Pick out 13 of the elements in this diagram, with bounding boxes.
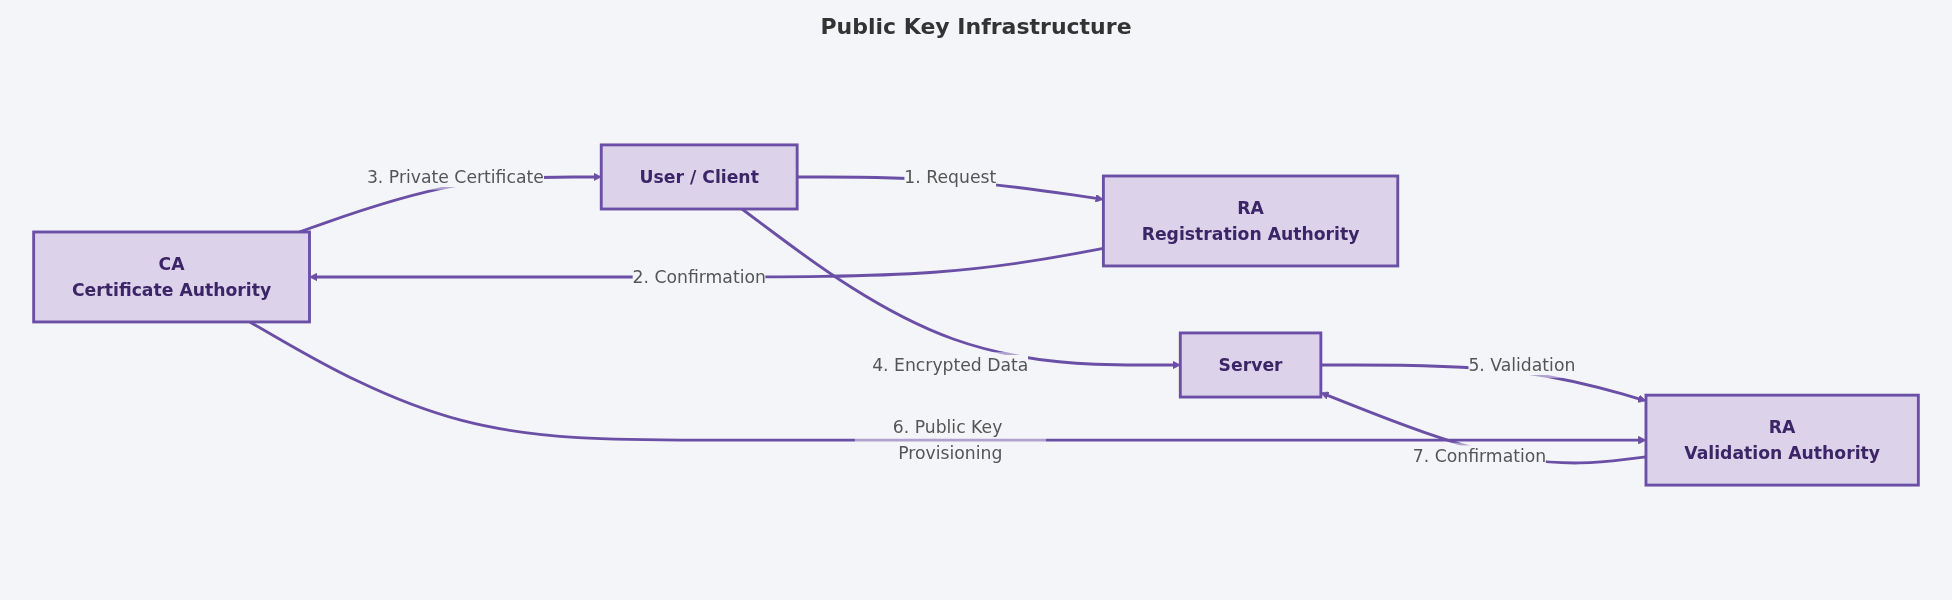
edge-label: 7. Confirmation xyxy=(1412,445,1547,466)
node-box: Server xyxy=(1178,331,1323,399)
edge-label: 5. Validation xyxy=(1468,354,1576,376)
node-box: User / Client xyxy=(599,143,799,211)
edge-label: 1. Request xyxy=(904,166,997,187)
edge-label: 6. Public Key Provisioning xyxy=(892,417,1003,464)
node-box: RA Validation Authority xyxy=(1644,393,1920,487)
edge-label: 3. Private Certificate xyxy=(366,166,544,187)
edge-label: 4. Encrypted Data xyxy=(872,354,1029,376)
diagram-title: Public Key Infrastructure xyxy=(819,14,1133,39)
edge-label: 2. Confirmation xyxy=(632,266,766,288)
node-box: CA Certificate Authority xyxy=(32,230,311,324)
node-box: RA Registration Authority xyxy=(1101,174,1400,268)
